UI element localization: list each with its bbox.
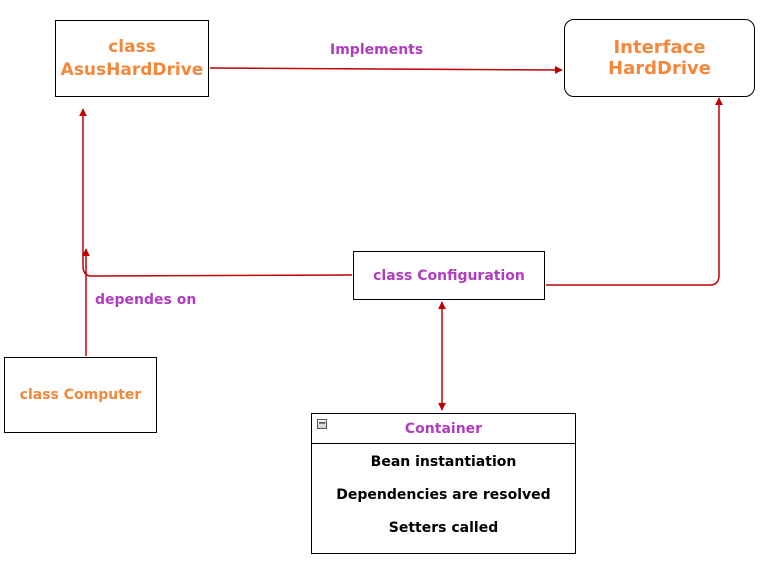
- container-item-bean-instantiation: Bean instantiation: [370, 454, 517, 470]
- implements-label: Implements: [330, 42, 424, 58]
- asus-node-line2: AsusHardDrive: [60, 59, 204, 80]
- config-to-interface-arrow: [546, 97, 723, 286]
- config-to-asus-arrow: [79, 108, 353, 277]
- container-title: Container: [404, 420, 483, 437]
- computer-node-title: class Computer: [19, 387, 142, 403]
- implements-arrow: [209, 65, 563, 74]
- container-header: − Container: [312, 414, 575, 444]
- depends-on-label: dependes on: [95, 292, 197, 308]
- container-node: − Container Bean instantiation Dependenc…: [311, 413, 576, 554]
- configuration-node-title: class Configuration: [373, 267, 525, 284]
- interface-node-title: Interface HardDrive: [608, 37, 711, 79]
- container-item-dependencies-resolved: Dependencies are resolved: [336, 487, 551, 503]
- minus-icon[interactable]: −: [317, 418, 327, 429]
- configuration-node: class Configuration: [353, 251, 545, 300]
- computer-node: class Computer: [4, 357, 157, 433]
- container-item-setters-called: Setters called: [388, 520, 499, 536]
- asus-hard-drive-node: class AsusHardDrive: [55, 20, 209, 97]
- asus-node-line1: class: [108, 36, 156, 57]
- interface-hard-drive-node: Interface HardDrive: [564, 19, 755, 97]
